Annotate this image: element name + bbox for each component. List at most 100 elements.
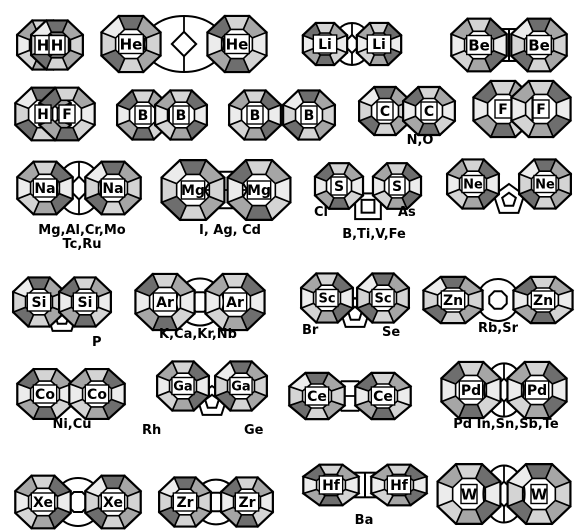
right-element-label-box [100, 178, 126, 198]
left-element-label: Ga [173, 380, 192, 395]
octagon-outline [16, 160, 74, 216]
right-octahedron [509, 79, 573, 139]
octagon-outline [14, 474, 72, 530]
octagon-outline [356, 272, 410, 324]
right-octahedron [213, 360, 269, 412]
octagon-outline [58, 276, 112, 328]
left-element-label: Ar [156, 295, 174, 311]
octagon-outline [301, 21, 349, 67]
octagon-outline [313, 162, 365, 210]
right-octahedron [219, 476, 275, 528]
left-element-label: Pd [461, 383, 481, 399]
left-octahedron [155, 360, 211, 412]
left-element-label-box [466, 34, 493, 56]
substitution-caption: B,Ti,V,Fe [342, 227, 406, 242]
octagon-outline [154, 89, 208, 141]
octagon-outline [160, 159, 226, 221]
octagon-outline [506, 360, 568, 420]
right-element-label: B [304, 108, 315, 124]
left-element-label-box [118, 33, 145, 55]
octagon-outline [512, 275, 574, 325]
octagon-outline [206, 14, 268, 74]
substitution-caption: Ge [244, 423, 264, 438]
octagon-outline [506, 463, 572, 525]
left-element-label-box [315, 288, 339, 308]
left-element-label: H [37, 36, 50, 54]
right-octahedron [505, 360, 569, 420]
octagon-outline [302, 463, 360, 507]
substitution-caption: As [398, 205, 416, 220]
right-element-label: He [226, 35, 249, 53]
right-element-label-box [388, 176, 406, 196]
left-element-label-box [458, 380, 484, 400]
left-element-label: Co [35, 387, 55, 403]
right-octahedron [517, 158, 573, 210]
right-octahedron [67, 367, 127, 421]
right-element-label: Be [528, 36, 550, 54]
right-element-label-box [533, 174, 557, 194]
left-octahedron [439, 360, 503, 420]
left-octahedron [445, 158, 501, 210]
substitution-caption: Rh [142, 423, 162, 438]
octagon-outline [371, 162, 423, 210]
left-octahedron [436, 462, 502, 526]
left-octahedron [421, 275, 485, 325]
right-element-label: Mg [247, 183, 271, 199]
substitution-caption: K,Ca,Kr,Nb [159, 327, 237, 342]
right-element-label: Si [78, 295, 93, 311]
right-octahedron [29, 19, 85, 71]
octagon-outline [450, 17, 508, 73]
left-element-label-box [171, 376, 195, 396]
right-element-label: F [62, 107, 72, 123]
substitution-caption: Cl [314, 205, 328, 220]
left-element-label-box [312, 34, 338, 54]
left-element-label-box [330, 176, 348, 196]
right-element-label: S [392, 179, 402, 195]
octagon-outline [355, 21, 403, 67]
right-element-label: Li [372, 37, 386, 53]
left-element-label: W [461, 485, 478, 503]
right-octahedron [226, 158, 292, 222]
right-element-label-box [524, 380, 550, 400]
left-element-label-box [30, 492, 56, 512]
octagon-outline [38, 86, 96, 142]
left-element-label: C [380, 104, 390, 120]
left-octahedron [15, 367, 75, 421]
right-element-label-box [234, 492, 260, 512]
octagon-outline [30, 19, 84, 71]
substitution-caption: Rb,Sr [477, 321, 519, 336]
right-octahedron [355, 272, 411, 324]
octagon-outline [510, 17, 568, 73]
right-element-label: Hf [390, 478, 409, 494]
substitution-caption: Ba [354, 513, 374, 528]
left-element-label: F [498, 102, 508, 118]
substitution-caption: Mg,Al,Cr,Mo [38, 223, 126, 238]
left-octahedron [299, 272, 355, 324]
left-element-label-box [180, 180, 206, 200]
substitution-caption: I, Ag, Cd [199, 223, 261, 238]
